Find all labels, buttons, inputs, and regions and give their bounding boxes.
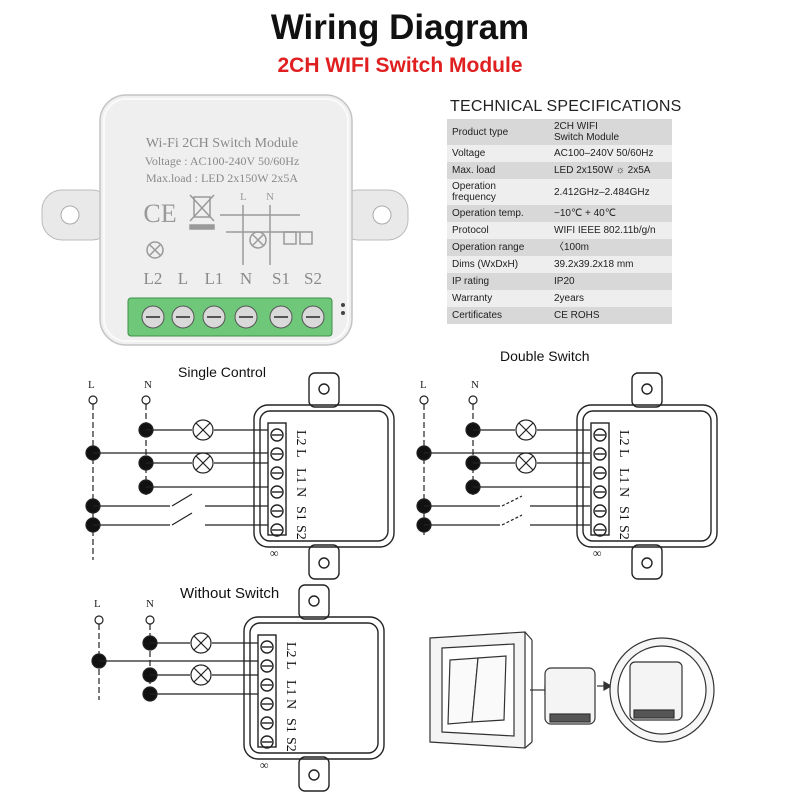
module-terminal-label: S1: [283, 718, 298, 733]
without-n-label: N: [146, 598, 154, 610]
without-l-label: L: [94, 598, 101, 610]
loop-mark: ∞: [270, 546, 279, 560]
module-terminal-label: L: [293, 449, 308, 458]
spec-value: LED 2x150W ☼ 2x5A: [549, 162, 672, 179]
device-model-text: Wi-Fi 2CH Switch Module: [146, 136, 298, 151]
module-terminal-label: S2: [616, 525, 631, 540]
without-switch-diagram: L N: [91, 598, 258, 702]
single-control-label: Single Control: [178, 364, 266, 380]
spec-value: AC100–240V 50/60Hz: [549, 145, 672, 162]
loop-mark: ∞: [260, 758, 269, 772]
double-switch-diagram: L N: [416, 379, 590, 535]
spec-value: 2years: [549, 290, 672, 307]
device-terminal-label: S1: [272, 269, 290, 288]
spec-key: Protocol: [447, 222, 549, 239]
module-terminal-label: N: [616, 487, 631, 497]
ce-mark: CE: [143, 199, 176, 228]
spec-key: Warranty: [447, 290, 549, 307]
spec-key: Certificates: [447, 307, 549, 324]
single-n-label: N: [144, 379, 152, 391]
spec-row: Dims (WxDxH)39.2x39.2x18 mm: [447, 256, 672, 273]
device-illustration: Wi-Fi 2CH Switch Module Voltage : AC100-…: [41, 94, 409, 346]
spec-value: −10℃ + 40℃: [549, 205, 672, 222]
terminal-screw: [301, 305, 325, 329]
spec-row: Operation temp.−10℃ + 40℃: [447, 205, 672, 222]
device-terminal-label: L: [178, 269, 188, 288]
terminal-screw: [234, 305, 258, 329]
spec-value: 〈100m: [549, 239, 672, 256]
without-switch-label: Without Switch: [180, 585, 280, 602]
spec-key: Voltage: [447, 145, 549, 162]
device-l-label: L: [240, 191, 247, 203]
terminal-screw: [171, 305, 195, 329]
module-terminal-label: L2: [283, 642, 298, 658]
spec-key: Operation temp.: [447, 205, 549, 222]
spec-value: 2.412GHz–2.484GHz: [549, 179, 672, 205]
double-n-label: N: [471, 379, 479, 391]
module-terminal-label: L1: [293, 468, 308, 484]
device-n-label: N: [266, 191, 274, 203]
spec-key: Max. load: [447, 162, 549, 179]
spec-value: IP20: [549, 273, 672, 290]
terminal-screw: [202, 305, 226, 329]
device-maxload-text: Max.load : LED 2x150W 2x5A: [146, 171, 298, 185]
module-terminal-label: L: [616, 449, 631, 458]
loop-mark: ∞: [593, 546, 602, 560]
spec-key: Product type: [447, 119, 549, 145]
spec-value: 39.2x39.2x18 mm: [549, 256, 672, 273]
terminal-screw: [269, 305, 293, 329]
spec-key: Dims (WxDxH): [447, 256, 549, 273]
module-terminal-label: N: [293, 487, 308, 497]
module-terminal-label: L: [283, 661, 298, 670]
device-schematic: [146, 205, 313, 265]
spec-key: Operation range: [447, 239, 549, 256]
module-terminal-label: L2: [616, 430, 631, 446]
spec-key: IP rating: [447, 273, 549, 290]
page-title: Wiring Diagram: [270, 8, 530, 47]
single-control-diagram: L N: [85, 379, 268, 560]
double-l-label: L: [420, 379, 427, 391]
module-terminal-label: N: [283, 699, 298, 709]
device-terminal-label: L2: [144, 269, 163, 288]
module-terminal-label: S2: [293, 525, 308, 540]
device-terminal-label: L1: [205, 269, 224, 288]
page-subtitle: 2CH WIFI Switch Module: [277, 54, 523, 77]
double-switch-label: Double Switch: [500, 348, 590, 364]
weee-bin-icon: [189, 194, 215, 230]
module-terminal-label: S1: [293, 506, 308, 521]
spec-value: WIFI IEEE 802.11b/g/n: [549, 222, 672, 239]
module-terminal-label: S1: [616, 506, 631, 521]
spec-value: CE ROHS: [549, 307, 672, 324]
installation-illustration: [429, 631, 715, 749]
spec-row: Operation range〈100m: [447, 239, 672, 256]
device-voltage-text: Voltage : AC100-240V 50/60Hz: [145, 154, 300, 168]
module-terminal-label: L1: [616, 468, 631, 484]
spec-heading: TECHNICAL SPECIFICATIONS: [450, 98, 682, 115]
module-terminal-label: L2: [293, 430, 308, 446]
terminal-screw: [141, 305, 165, 329]
single-l-label: L: [88, 379, 95, 391]
module-terminal-label: S2: [283, 737, 298, 752]
device-terminal-label: N: [240, 269, 252, 288]
device-terminal-label: S2: [304, 269, 322, 288]
module-terminal-label: L1: [283, 680, 298, 696]
